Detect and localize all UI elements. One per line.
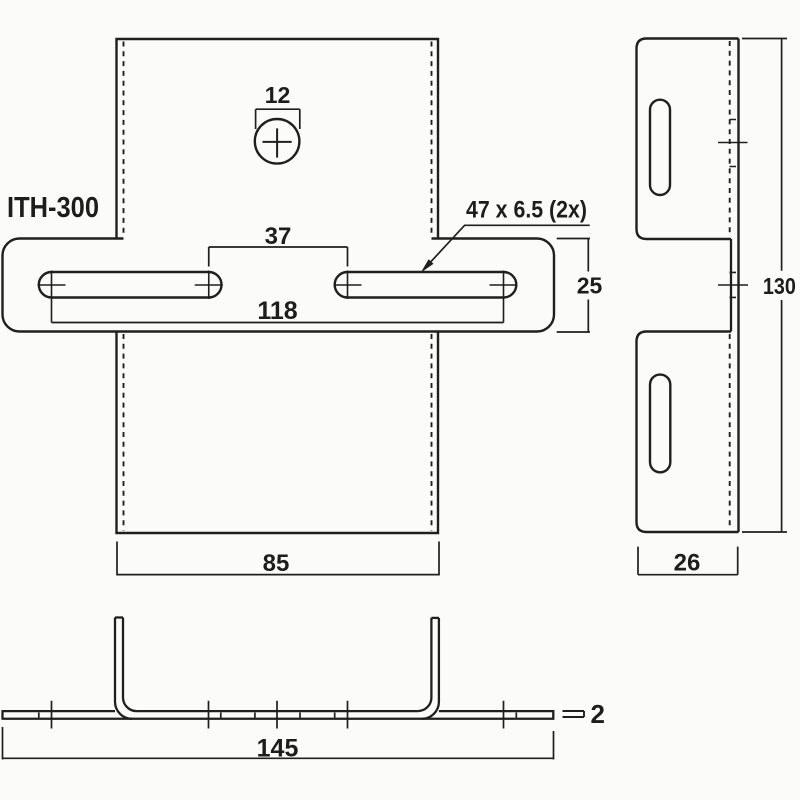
svg-text:25: 25	[577, 272, 603, 298]
svg-text:118: 118	[257, 297, 297, 325]
svg-text:2: 2	[591, 699, 605, 729]
svg-text:145: 145	[257, 734, 299, 762]
svg-text:26: 26	[674, 549, 701, 576]
svg-text:37: 37	[265, 223, 292, 250]
svg-text:12: 12	[265, 82, 291, 108]
svg-text:85: 85	[263, 550, 290, 577]
svg-text:ITH-300: ITH-300	[7, 192, 99, 224]
svg-text:47 x 6.5 (2x): 47 x 6.5 (2x)	[466, 197, 587, 224]
svg-text:130: 130	[763, 273, 796, 299]
